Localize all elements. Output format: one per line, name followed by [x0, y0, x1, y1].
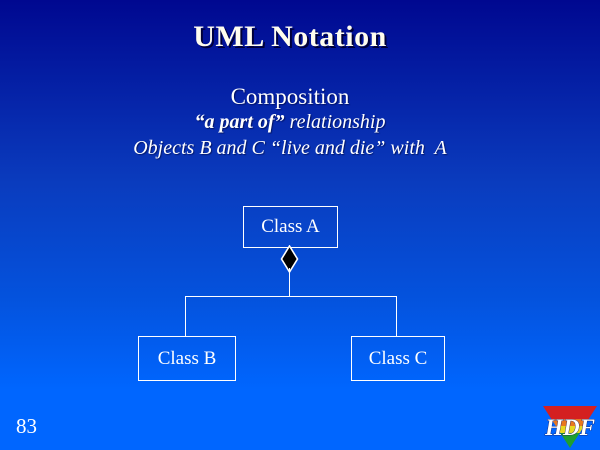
hdf-logo-text: HDF: [544, 415, 595, 440]
class-b-box: Class B: [138, 336, 236, 381]
class-c-label: Class C: [368, 347, 428, 369]
hdf-logo-icon: HDF: [543, 406, 597, 448]
class-b-label: Class B: [157, 347, 217, 369]
class-a-label: Class A: [261, 216, 320, 237]
subtitle-relationship-line: “a part of” relationship: [0, 111, 580, 134]
class-c-box: Class C: [351, 336, 445, 381]
connector-left-line: [185, 297, 186, 336]
slide-title: UML Notation: [193, 20, 387, 53]
subtitle-live-and-die-line: Objects B and C “live and die” with A: [133, 137, 447, 159]
connector-rail-line: [185, 296, 397, 297]
connector-right-line: [396, 297, 397, 336]
class-a-box: Class A: [243, 206, 338, 248]
page-number: 83: [16, 414, 37, 438]
subtitle-relationship: relationship: [284, 111, 386, 133]
connector-stem-line: [289, 268, 290, 297]
subtitle-composition: Composition: [230, 84, 350, 109]
subtitle-a-part-of: “a part of”: [194, 111, 285, 133]
